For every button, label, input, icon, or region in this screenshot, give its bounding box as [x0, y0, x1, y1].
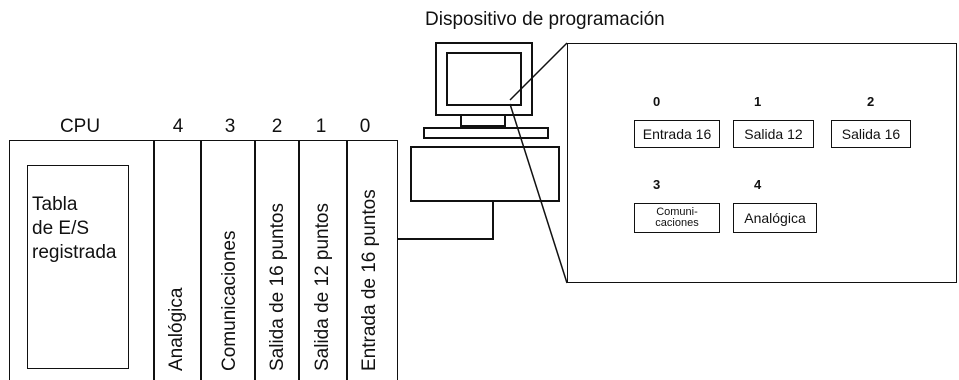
computer-unit — [410, 146, 560, 202]
slot-number-2: 2 — [271, 116, 283, 137]
unit-box-1: Salida 12 — [733, 120, 814, 148]
slot-number-3: 3 — [224, 116, 236, 137]
connection-cable — [492, 202, 494, 240]
callout-line-top — [509, 42, 568, 101]
device-label: Dispositivo de programación — [425, 9, 665, 30]
slot-number-0: 0 — [359, 116, 371, 137]
unit-number-1: 1 — [754, 94, 762, 109]
unit-box-2: Salida 16 — [831, 120, 911, 148]
plc-rack — [9, 140, 398, 380]
slot-divider — [200, 140, 202, 380]
unit-number-2: 2 — [867, 94, 875, 109]
unit-box-0: Entrada 16 — [634, 120, 720, 148]
computer-neck — [460, 116, 506, 127]
unit-number-3: 3 — [653, 177, 661, 192]
slot-divider — [153, 140, 155, 380]
unit-number-0: 0 — [653, 94, 661, 109]
slot-number-1: 1 — [315, 116, 327, 137]
slot-divider — [254, 140, 256, 380]
computer-base — [423, 127, 549, 139]
registered-io-table — [27, 165, 129, 369]
cpu-header: CPU — [59, 116, 101, 137]
slot-divider — [346, 140, 348, 380]
computer-screen — [446, 52, 522, 106]
registered-io-table-label: Tabla de E/S registrada — [32, 194, 117, 263]
slot-divider — [298, 140, 300, 380]
zoomed-screen-panel — [567, 43, 957, 283]
connection-cable — [398, 238, 494, 240]
callout-line-bottom — [509, 103, 568, 284]
unit-number-4: 4 — [754, 177, 762, 192]
unit-box-4: Analógica — [733, 203, 817, 233]
slot-number-4: 4 — [172, 116, 184, 137]
unit-box-3: Comuni- caciones — [634, 203, 720, 233]
